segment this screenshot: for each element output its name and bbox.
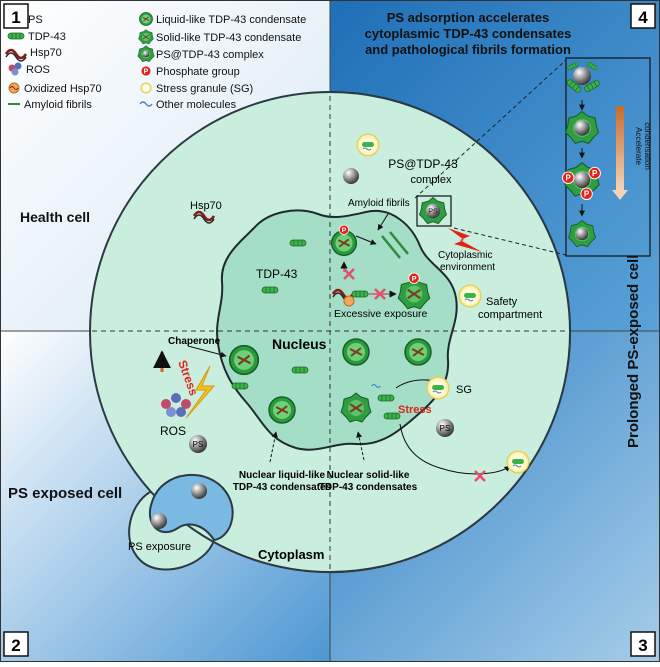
condensation-inset — [565, 57, 651, 257]
quadrant-4-title: PS adsorption accelerates cytoplasmic TD… — [365, 10, 572, 57]
amyloid-fibrils — [381, 231, 409, 259]
cytoplasmic-env-label-2: environment — [440, 262, 495, 273]
stress-granule-q3 — [426, 376, 450, 400]
complex-label: complex — [411, 174, 452, 186]
accelerate-label-1: Accelerate — [634, 127, 643, 165]
legend-sg: Stress granule (SG) — [156, 83, 253, 95]
ps-particle-entering — [191, 483, 207, 499]
other-molecule-q3 — [371, 384, 381, 388]
nuclear-liquid-label-1: Nuclear liquid-like — [239, 470, 326, 481]
ps-complex-particle: PS — [418, 196, 448, 225]
quadrant-3-number: 3 — [638, 636, 647, 655]
ps-particle-q2: PS — [189, 435, 207, 453]
legend-hsp70: Hsp70 — [30, 47, 62, 59]
ps-particle-q3: PS — [436, 419, 454, 437]
safety-compartment-sg — [458, 284, 482, 308]
cytoplasm-label: Cytoplasm — [258, 547, 324, 562]
legend-phosphate: Phosphate group — [156, 66, 240, 78]
tdp43-icon-1 — [289, 239, 307, 247]
ros-label: ROS — [160, 424, 186, 438]
legend-tdp43: TDP-43 — [28, 31, 66, 43]
liquid-condensate-q2-2 — [268, 396, 296, 424]
liquid-condensate-q3-1 — [342, 338, 370, 366]
nuclear-solid-label-2: TDP-43 condensates — [319, 482, 418, 493]
nuclear-liquid-label-2: TDP-43 condensates — [233, 482, 332, 493]
legend-solid: Solid-like TDP-43 condensate — [156, 32, 301, 44]
quadrant-3-badge: 3 — [630, 631, 656, 657]
sg-label: SG — [456, 384, 472, 396]
tdp43-icon-q2-2 — [291, 366, 309, 374]
legend-ros: ROS — [26, 64, 50, 76]
legend-other: Other molecules — [156, 99, 237, 111]
legend-oxidized-hsp70-icon — [8, 82, 20, 94]
quadrant-1-title: Health cell — [20, 209, 90, 225]
quadrant-2-number: 2 — [11, 636, 20, 655]
quadrant-4-title-line-3: and pathological fibrils formation — [365, 42, 571, 57]
chaperone-label: Chaperone — [168, 336, 221, 347]
quadrant-4-number: 4 — [638, 8, 648, 27]
lightning-bolt-q4 — [448, 228, 482, 252]
complex-highlight-box — [416, 195, 452, 227]
liquid-condensate-q3-2 — [404, 338, 432, 366]
tdp43-icon-q2-1 — [231, 382, 249, 390]
legend-liquid: Liquid-like TDP-43 condensate — [156, 14, 306, 26]
stress-granule-q3-empty — [506, 450, 530, 474]
tdp43-icon-2 — [261, 286, 279, 294]
legend-ps: PS — [28, 14, 43, 26]
tdp43-icon-q3-1 — [377, 394, 395, 402]
ps-exposure-pit — [148, 473, 234, 542]
ps-complex-ps-text: PS — [428, 207, 438, 216]
inset-step-3 — [561, 161, 601, 201]
legend-phosphate-icon — [140, 65, 152, 77]
safety-label-2: compartment — [478, 309, 542, 321]
safety-label-1: Safety — [486, 296, 518, 308]
stress-label-q3: Stress — [398, 404, 432, 416]
inset-step-2 — [564, 110, 600, 145]
quadrant-2-title: PS exposed cell — [8, 485, 122, 502]
liquid-condensate-q2-1 — [228, 344, 260, 376]
legend: PS TDP-43 Hsp70 ROS Oxidized Hsp70 Amylo… — [4, 11, 306, 111]
quadrant-4-badge: 4 — [630, 3, 656, 29]
nucleus-envelope — [216, 209, 458, 451]
legend-other-icon — [139, 101, 153, 107]
legend-sg-icon — [140, 82, 152, 94]
legend-complex-icon — [137, 45, 155, 63]
legend-ros-icon — [8, 62, 22, 76]
excessive-exposure-label: Excessive exposure — [334, 308, 428, 320]
legend-oxidized-hsp70: Oxidized Hsp70 — [24, 83, 102, 95]
amyloid-fibrils-label: Amyloid fibrils — [348, 198, 410, 209]
quadrant-4-title-line-2: cytoplasmic TDP-43 condensates — [365, 26, 572, 41]
inset-step-1 — [565, 61, 601, 94]
ps-particle-q2-text: PS — [193, 440, 204, 449]
nucleus-label: Nucleus — [272, 336, 327, 352]
stress-granule-top — [356, 133, 380, 157]
lightning-bolt-q2 — [185, 365, 216, 419]
quadrant-3-title: Prolonged PS-exposed cell — [625, 255, 642, 448]
ps-exposure-label: PS exposure — [128, 541, 191, 553]
ps-particle-free — [343, 168, 359, 184]
cytoplasmic-env-label-1: Cytoplasmic — [438, 250, 492, 261]
inset-step-4 — [567, 219, 597, 248]
quadrant-1-number: 1 — [11, 8, 20, 27]
accelerate-gradient-bar — [616, 106, 624, 190]
legend-liquid-icon — [139, 12, 153, 26]
nuclear-solid-label-1: Nuclear solid-like — [327, 470, 410, 481]
ros-cluster — [161, 393, 191, 417]
ps-complex-label: PS@TDP-43 — [388, 157, 458, 171]
ps-particle-outside — [151, 513, 167, 529]
legend-amyloid-fibrils: Amyloid fibrils — [24, 99, 92, 111]
legend-complex: PS@TDP-43 complex — [156, 49, 264, 61]
accelerate-label-2: condensation — [643, 122, 652, 170]
legend-tdp43-icon — [7, 32, 25, 40]
hsp70-label: Hsp70 — [190, 200, 222, 212]
ps-particle-q3-text: PS — [440, 424, 451, 433]
quadrant-4-title-line-1: PS adsorption accelerates — [387, 10, 550, 25]
quadrant-2-badge: 2 — [3, 631, 29, 657]
hsp70-chaperone-complex — [331, 288, 369, 307]
tdp43-label: TDP-43 — [256, 267, 298, 281]
accelerate-arrow-head — [612, 190, 628, 200]
quadrant-1-badge: 1 — [3, 3, 29, 29]
